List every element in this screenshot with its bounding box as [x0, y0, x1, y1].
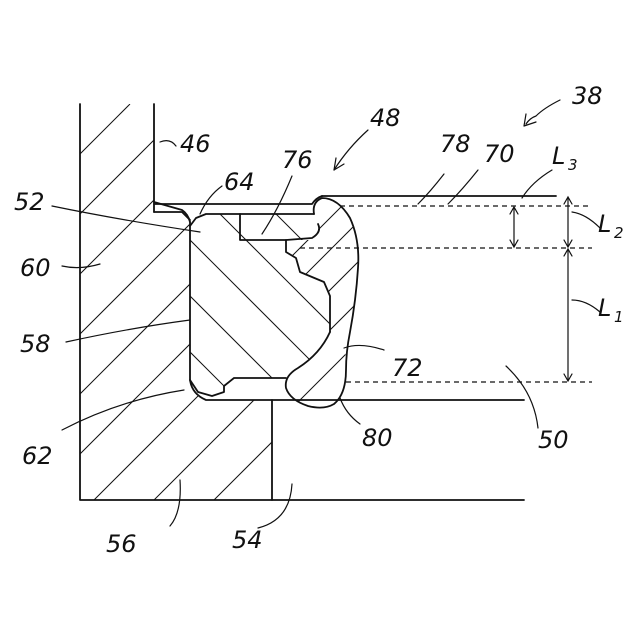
label-60: 60 [20, 254, 51, 282]
label-80: 80 [362, 424, 393, 452]
dim-label-L3: L 3 [552, 142, 578, 174]
label-50: 50 [538, 426, 569, 454]
dimension-arrows [510, 197, 572, 381]
label-48: 48 [370, 104, 401, 132]
dim-L1-sub: 1 [614, 308, 624, 326]
dim-label-L2: L 2 [598, 210, 624, 242]
dim-L2-letter: L [598, 210, 611, 238]
housing-hatching [80, 104, 610, 500]
dim-label-L1: L 1 [598, 294, 624, 326]
label-52: 52 [14, 188, 45, 216]
label-62: 62 [22, 442, 53, 470]
label-46: 46 [180, 130, 211, 158]
label-56: 56 [106, 530, 137, 558]
label-70: 70 [484, 140, 515, 168]
shaft-surface [154, 196, 556, 204]
label-38: 38 [572, 82, 603, 110]
seal-body-outline [286, 198, 359, 408]
carrier-ring-outline [190, 214, 330, 396]
dim-L1-letter: L [598, 294, 611, 322]
label-78: 78 [440, 130, 471, 158]
dim-L3-sub: 3 [568, 156, 578, 174]
dim-L3-letter: L [552, 142, 565, 170]
label-64: 64 [224, 168, 255, 196]
label-72: 72 [392, 354, 423, 382]
label-58: 58 [20, 330, 51, 358]
dim-L2-sub: 2 [614, 224, 624, 242]
reference-numerals: 38 46 48 50 52 54 56 58 60 62 64 70 72 7… [14, 82, 624, 558]
label-54: 54 [232, 526, 263, 554]
label-76: 76 [282, 146, 313, 174]
leader-lines [52, 100, 600, 528]
